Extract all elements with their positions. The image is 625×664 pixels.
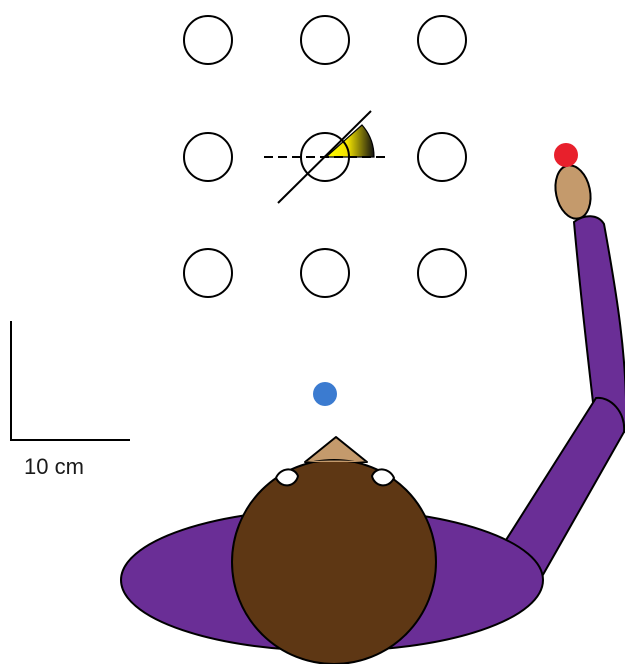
nose bbox=[304, 436, 368, 463]
target-grid bbox=[183, 15, 467, 298]
target-circle-3-3 bbox=[417, 248, 467, 298]
right-eye bbox=[370, 468, 396, 487]
start-point bbox=[313, 382, 337, 406]
target-circle-3-1 bbox=[183, 248, 233, 298]
angle-wedge bbox=[324, 124, 375, 158]
target-circle-1-1 bbox=[183, 15, 233, 65]
target-circle-1-3 bbox=[417, 15, 467, 65]
head bbox=[231, 436, 437, 664]
scale-bar-label: 10 cm bbox=[24, 454, 84, 479]
hand bbox=[554, 164, 592, 220]
target-circle-1-2 bbox=[300, 15, 350, 65]
forehead-skin bbox=[305, 460, 367, 462]
forearm bbox=[572, 215, 625, 439]
left-eye bbox=[274, 468, 300, 487]
target-circle-2-3 bbox=[417, 132, 467, 182]
head-circle bbox=[231, 459, 437, 664]
scale-bar bbox=[10, 321, 130, 441]
fingertip-marker bbox=[554, 143, 578, 167]
orientation-line bbox=[277, 110, 372, 204]
target-circle-2-1 bbox=[183, 132, 233, 182]
target-circle-3-2 bbox=[300, 248, 350, 298]
raised-arm bbox=[504, 164, 625, 582]
angle-annotation bbox=[264, 110, 386, 204]
